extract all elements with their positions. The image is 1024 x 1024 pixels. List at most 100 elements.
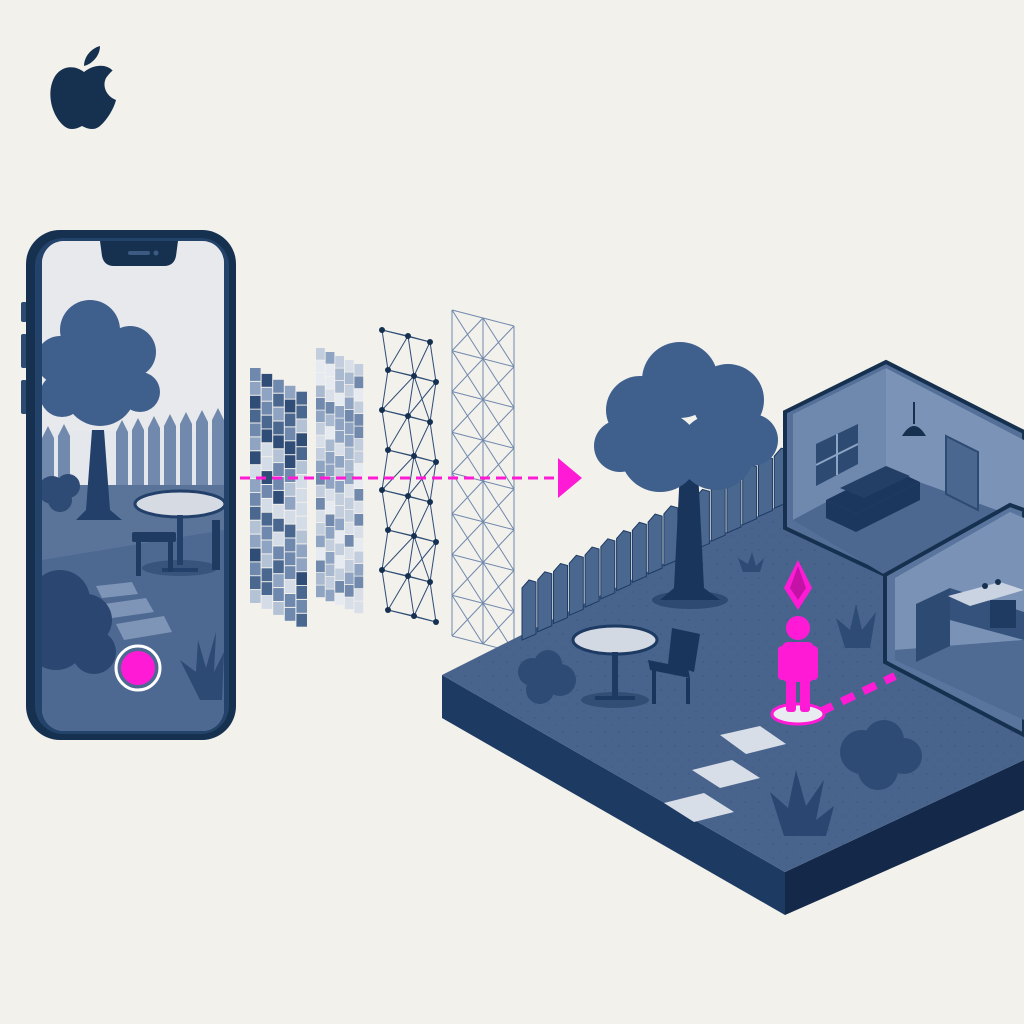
pixel-cell (284, 385, 296, 399)
feature-cell (335, 393, 344, 406)
window-icon (815, 424, 859, 486)
pixel-cell (261, 498, 273, 512)
feature-cell (335, 381, 344, 393)
feature-cell (325, 402, 335, 414)
feature-cell (354, 401, 364, 414)
feature-cell (354, 514, 364, 526)
graph-edge (429, 381, 437, 423)
feature-cell (354, 426, 364, 439)
feature-cell (325, 364, 335, 377)
pixel-cell (284, 496, 296, 510)
feature-cell (354, 526, 364, 539)
graph-edge (407, 541, 437, 577)
feature-cell (325, 577, 335, 589)
feature-cell (354, 539, 364, 551)
feature-cell (344, 385, 354, 397)
mesh-edge (451, 602, 484, 637)
graph-node (433, 539, 439, 545)
phone-button-volume-up (21, 334, 27, 368)
mesh-edge (451, 317, 484, 352)
platform-side-right (785, 760, 1024, 915)
feature-cell (316, 510, 325, 523)
pixel-cell (261, 512, 273, 526)
fence-picket (553, 562, 569, 625)
pixel-cell (296, 613, 307, 627)
graph-node (427, 579, 433, 585)
pixel-cell (284, 441, 296, 455)
pixel-cell (296, 558, 307, 572)
feature-cell (354, 576, 364, 589)
sofa-icon (826, 466, 920, 532)
feature-cell (354, 501, 364, 514)
mesh-edge (482, 562, 515, 571)
graph-edge (407, 375, 415, 417)
pixel-cell (273, 574, 284, 588)
graph-node (385, 607, 391, 613)
pixel-cell (250, 423, 261, 437)
feature-cell (316, 548, 325, 560)
pixel-cell (284, 538, 296, 552)
pixel-cell (296, 488, 307, 502)
pixel-cell (261, 373, 273, 387)
record-button[interactable] (114, 644, 162, 692)
feature-cell (335, 581, 344, 593)
feature-cell (316, 585, 325, 598)
feature-cell (325, 439, 335, 452)
fence-picket (537, 571, 553, 633)
feature-cell (354, 601, 364, 614)
feature-cell (354, 489, 364, 501)
graph-edge (429, 461, 437, 503)
feature-cell (335, 406, 344, 418)
diamond-location-marker-icon (784, 560, 812, 610)
feature-cell (325, 452, 335, 464)
mesh-edge (482, 521, 515, 531)
mesh-edge (451, 391, 484, 400)
mesh-edge (451, 358, 484, 392)
processing-pipeline (240, 309, 582, 653)
chair (648, 628, 700, 704)
feature-cell (316, 423, 325, 435)
pixel-cell (296, 475, 307, 488)
pixel-cell (261, 526, 273, 540)
graph-edge (413, 535, 437, 543)
person-marker (770, 560, 897, 726)
arrow-head-icon (558, 458, 582, 498)
pixel-cell (261, 457, 273, 471)
graph-edge (407, 575, 431, 583)
graph-edge (381, 569, 389, 611)
feature-cell (354, 439, 364, 451)
feature-cell (354, 564, 364, 576)
feature-cell (344, 447, 354, 460)
graph-edge (407, 415, 415, 457)
graph-edge (407, 495, 431, 503)
feature-cell (335, 468, 344, 481)
fence-picket (600, 538, 616, 600)
pixel-cell (296, 447, 307, 461)
feature-cell (316, 410, 325, 423)
fence-picket (521, 579, 537, 641)
feature-cell (344, 547, 354, 560)
feature-cell (335, 481, 344, 493)
graph-node (385, 527, 391, 533)
pixel-cell (250, 520, 261, 534)
pixel-cell (273, 477, 284, 490)
mesh-edge (482, 610, 515, 645)
graph-edge (407, 535, 415, 577)
graph-edge (407, 335, 431, 343)
pixel-cell (284, 524, 296, 538)
graph-node (385, 447, 391, 453)
feature-cell (354, 376, 364, 389)
pixel-cell (250, 506, 261, 520)
pixel-cell (250, 395, 261, 409)
graph-node (411, 453, 417, 459)
mesh-edge (482, 358, 515, 368)
graph-node (379, 567, 385, 573)
kitchen (883, 502, 1024, 738)
feature-cell (354, 389, 364, 401)
graph-edge (407, 575, 415, 617)
feature-cell (316, 535, 325, 548)
pixel-cell (273, 504, 284, 518)
mesh-edge (451, 594, 484, 604)
feature-cell (325, 427, 335, 439)
pixel-cell (296, 405, 307, 419)
